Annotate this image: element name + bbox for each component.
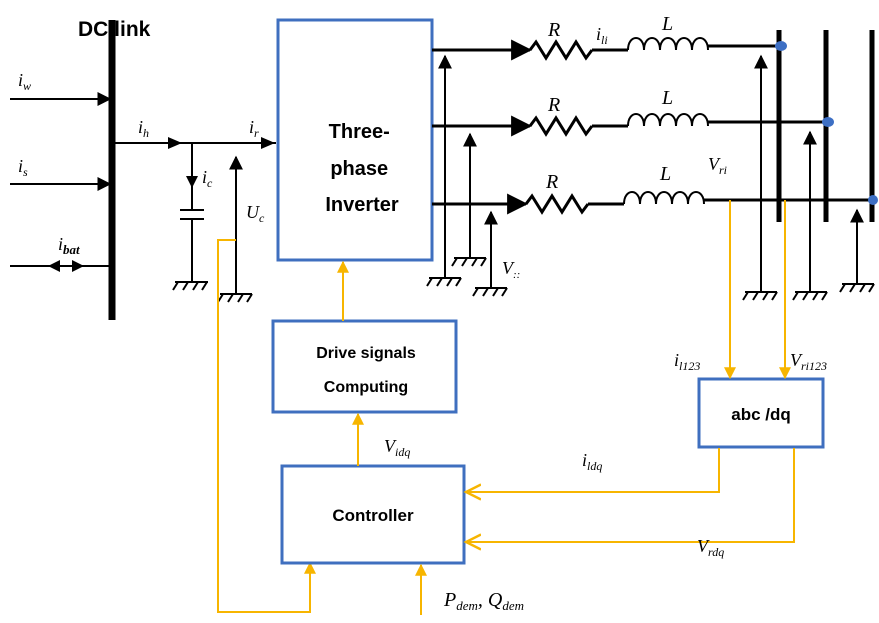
iw-label: iw (18, 70, 31, 93)
r1-label: R (547, 19, 560, 41)
qdem-sub: dem (502, 598, 524, 613)
vidq-label: Vidq (384, 436, 410, 459)
ili-sub: li (601, 33, 608, 47)
l2-label: L (661, 87, 673, 109)
ibat-sub: bat (63, 242, 80, 257)
ir-label: ir (249, 117, 259, 140)
ic-sub: c (207, 176, 213, 190)
iw-sub: w (23, 79, 31, 93)
inductor-2 (627, 113, 709, 127)
ground-icon (172, 281, 208, 291)
resistor-3 (524, 193, 590, 215)
l3-label: L (659, 163, 671, 185)
ir-sub: r (254, 126, 259, 140)
vri123-label: Vri123 (790, 350, 827, 373)
abc-dq-block (697, 377, 825, 449)
drive-label-line1: Drive signals (316, 345, 416, 362)
ibat-label: ibat (58, 234, 80, 257)
controller-label: Controller (332, 506, 414, 525)
ir-arrow (261, 137, 275, 149)
abc-dq-label: abc /dq (731, 405, 791, 424)
vrdq-sub: rdq (708, 545, 724, 559)
uc-signal-line (217, 239, 316, 613)
ih-arrow (168, 137, 182, 149)
r2-label: R (547, 94, 560, 116)
inverter-label-line3: Inverter (325, 194, 399, 216)
inductor-1 (627, 37, 709, 51)
vri-sub: ri (719, 163, 727, 177)
ili-label: ili (596, 24, 608, 47)
ground-icon (451, 257, 487, 267)
ground-icon (742, 291, 778, 301)
inverter-block (276, 18, 434, 262)
ground-icon (792, 291, 828, 301)
grid-node-2 (822, 117, 834, 127)
il123-sub: l123 (679, 359, 700, 373)
ic-arrow (186, 176, 198, 188)
grid-node-3 (868, 195, 878, 205)
inverter-label: Three- phase Inverter (325, 121, 399, 216)
pq-demand-label: Pdem, Qdem (443, 589, 524, 613)
drive-label-line2: Computing (324, 379, 408, 396)
vrdq-label: Vrdq (697, 536, 724, 559)
inverter-label-line2: phase (330, 158, 388, 180)
pdem-sub: dem (456, 598, 478, 613)
inductor-3 (623, 191, 705, 205)
is-sub: s (23, 165, 28, 179)
vri123-sub: ri123 (801, 359, 827, 373)
l1-label: L (661, 13, 673, 35)
ibat-arrow-right (72, 260, 84, 272)
vri-label: Vri (708, 154, 727, 177)
ih-label: ih (138, 117, 149, 140)
uc-label: Uc (246, 202, 265, 225)
grid-node-1 (775, 41, 787, 51)
is-label: is (18, 156, 28, 179)
inverter-label-line1: Three- (329, 121, 390, 143)
resistor-2 (528, 115, 594, 137)
vii-sub: :: (513, 269, 520, 281)
controller-block (280, 464, 466, 565)
vii-label: V:: (502, 258, 520, 281)
ground-icon (217, 293, 253, 303)
vrdq-signal (466, 448, 795, 542)
ih-sub: h (143, 126, 149, 140)
ibat-arrow-left (48, 260, 60, 272)
drive-signals-block (271, 319, 458, 414)
il123-label: il123 (674, 350, 700, 373)
ildq-sub: ldq (587, 459, 602, 473)
ground-icon (472, 287, 508, 297)
uc-sub: c (259, 211, 265, 225)
ildq-label: ildq (582, 450, 602, 473)
r3-label: R (545, 171, 558, 193)
ildq-signal (466, 448, 720, 492)
ground-icon (426, 277, 462, 287)
ground-icon (839, 283, 875, 293)
ic-label: ic (202, 167, 213, 190)
resistor-1 (528, 39, 594, 61)
vidq-sub: idq (395, 445, 410, 459)
